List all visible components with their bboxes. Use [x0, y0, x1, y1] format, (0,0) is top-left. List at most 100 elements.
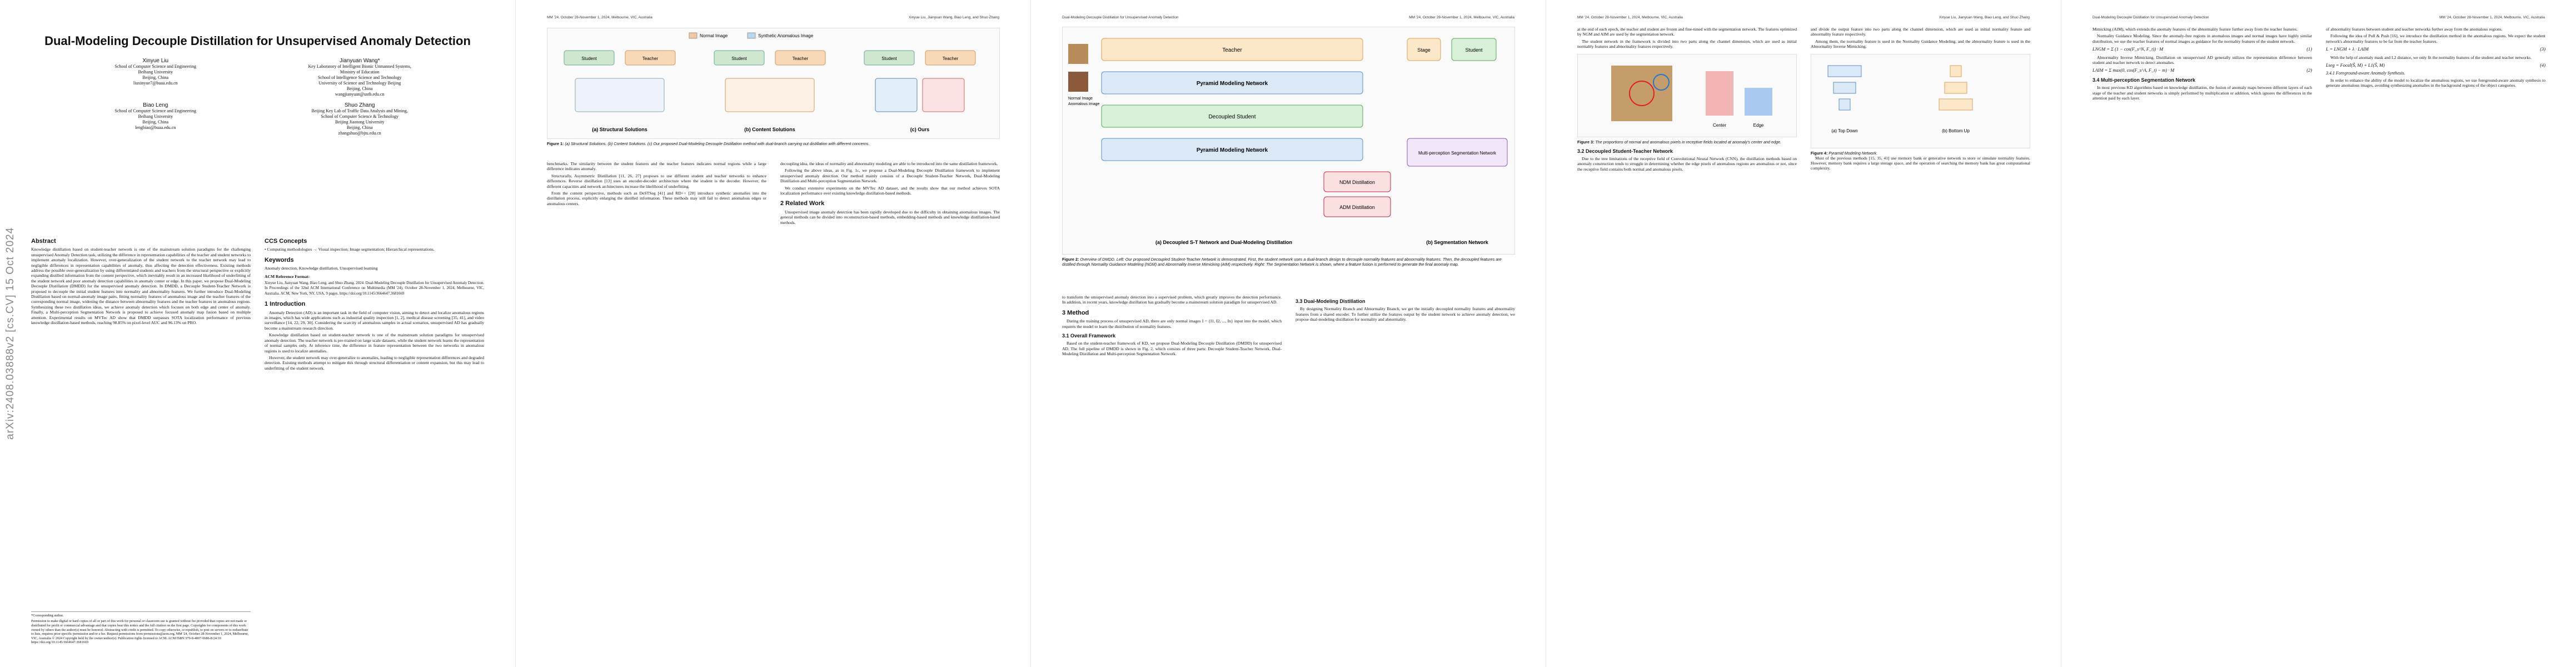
- caption-label: Figure 4:: [1811, 150, 1828, 156]
- author-1: Xinyue Liu School of Computer Science an…: [64, 58, 247, 97]
- panel-a-label: (a) Structural Solutions: [592, 127, 647, 132]
- figure-1: Normal Image Synthetic Anomalous Image S…: [547, 28, 1000, 146]
- fig4-bottom-label: (b) Bottom Up: [1942, 128, 1970, 133]
- author-aff: Beijing, China: [142, 75, 169, 80]
- equation-text: L = LNGM + λ · LAIM: [2326, 47, 2369, 52]
- paragraph: Among them, the normality feature is use…: [1811, 38, 2030, 49]
- paragraph: at the end of each epoch, the teacher an…: [1577, 27, 1797, 37]
- equation-number: (4): [2540, 63, 2545, 68]
- paragraph: Normality Guidance Modeling. Since the a…: [2092, 33, 2312, 44]
- pyr-block: [1833, 82, 1856, 94]
- panel-b: Student Teacher (b) Content Solutions: [714, 50, 826, 132]
- pyr-block: [1950, 65, 1962, 77]
- caption-label: Figure 2:: [1062, 257, 1079, 262]
- paragraph: Most of the previous methods [15, 35, 41…: [1811, 155, 2030, 171]
- pyramid-network-box: [1101, 71, 1363, 94]
- input-image-anomalous: [1068, 72, 1088, 92]
- pyr-block: [1944, 82, 1967, 94]
- figure-2-caption: Figure 2: Overview of DMDD. Left: Our pr…: [1062, 257, 1515, 267]
- running-head-right: Xinyue Liu, Jianyuan Wang, Biao Leng, an…: [908, 16, 999, 19]
- page-5: Dual-Modeling Decouple Distillation for …: [2061, 0, 2576, 667]
- equation-2: LAIM = Σ max(0, cos(F_s^A, F_t) − m) · M…: [2092, 68, 2312, 73]
- paragraph: In most previous KD algorithms based on …: [2092, 85, 2312, 101]
- equation-4: Lseg = Focal(Ŝ, M) + L1(Ŝ, M) (4): [2326, 63, 2545, 68]
- figure-1-graphic: Normal Image Synthetic Anomalous Image S…: [547, 28, 1000, 139]
- teacher-box: [625, 50, 676, 66]
- adm-box: [1323, 196, 1391, 217]
- author-email: wangjianyuan@ustb.edu.cn: [335, 92, 385, 97]
- arxiv-stamp: arXiv:2408.03888v2 [cs.CV] 15 Oct 2024: [4, 227, 16, 440]
- running-head-left: MM '24, October 28-November 1, 2024, Mel…: [2439, 16, 2545, 19]
- figure-4-svg: (a) Top Down (b) Bottom Up: [1827, 65, 1973, 133]
- paragraph: Mimicking (AIM), which extends the anoma…: [2092, 27, 2298, 32]
- page-3: Dual-Modeling Decouple Distillation for …: [1030, 0, 1546, 667]
- paragraph: and divide the output feature into two p…: [1811, 27, 2030, 37]
- author-aff: School of Intelligence Science and Techn…: [317, 75, 402, 80]
- pyr-block: [1838, 98, 1851, 111]
- paragraph: From the content perspective, methods su…: [547, 191, 766, 206]
- figure-2-graphic: Normal Image Anomalous Image Teacher Pyr…: [1062, 27, 1515, 255]
- equation-number: (3): [2540, 47, 2545, 52]
- paragraph: Following the above ideas, as in Fig. 1c…: [780, 168, 1000, 184]
- panel-c-branch-b: [922, 78, 965, 112]
- msn-label: Multi-perception Segmentation Network: [1418, 151, 1497, 156]
- ccs-column: Knowledge distillation based on student-…: [265, 233, 484, 372]
- author-aff: Ministry of Education: [340, 69, 380, 74]
- running-head-center: Dual-Modeling Decouple Distillation for …: [1062, 16, 1179, 19]
- intro-paragraph: However, the student network may over-ge…: [265, 355, 484, 371]
- equation-1: LNGM = Σ (1 − cos(F_s^N, F_t)) · M(1): [2092, 47, 2312, 52]
- fig3-center-rf: [1629, 80, 1655, 106]
- fig3-edge-rf: [1653, 73, 1670, 91]
- legend-synth-swatch: [747, 32, 756, 39]
- author-4: Shuo Zhang Beijing Key Lab of Traffic Da…: [269, 103, 451, 136]
- author-email: zhangshuo@bjtu.edu.cn: [338, 131, 381, 136]
- author-email: liuxinyue7@buaa.edu.cn: [133, 81, 178, 86]
- teacher-network-box: [1101, 38, 1363, 61]
- paragraph: We conduct extensive experiments on the …: [780, 185, 1000, 196]
- intro-paragraph: Knowledge distillation based on student-…: [265, 332, 484, 354]
- stage-box: [1407, 38, 1441, 61]
- figure-4-graphic: (a) Top Down (b) Bottom Up: [1811, 53, 2030, 148]
- overall-heading: 3.1 Overall Framework: [1062, 333, 1116, 339]
- panel-a: Student Teacher (a) Structural Solutions: [564, 50, 676, 132]
- p4-right-column: and divide the output feature into two p…: [1811, 27, 2030, 173]
- author-aff: University of Science and Technology Bei…: [318, 81, 401, 86]
- paragraph: The student network in the framework is …: [1577, 38, 1797, 49]
- teacher-box: [925, 50, 976, 66]
- running-head-left: MM '24, October 28-November 1, 2024, Mel…: [547, 16, 652, 19]
- author-2: Jianyuan Wang* Key Laboratory of Intelli…: [269, 58, 451, 97]
- abstract-column: Abstract Knowledge distillation based on…: [31, 233, 251, 327]
- author-aff: Beihang University: [138, 114, 173, 119]
- legend-normal-swatch: [689, 32, 697, 39]
- paper-title: Dual-Modeling Decouple Distillation for …: [44, 34, 471, 48]
- decoupled-student-label: Decoupled Student: [1208, 114, 1255, 120]
- author-aff: School of Computer Science and Engineeri…: [114, 108, 196, 113]
- fig3-edge-bar: [1745, 87, 1772, 116]
- running-head-left: MM '24, October 28-November 1, 2024, Mel…: [1409, 16, 1514, 19]
- panel-b-block: [725, 78, 815, 112]
- figure-3-caption: Figure 3: The proportions of normal and …: [1577, 140, 1797, 145]
- paragraph: of abnormality features between student …: [2326, 27, 2503, 32]
- running-head-right: Xinyue Liu, Jianyuan Wang, Biao Leng, an…: [1939, 16, 2030, 19]
- teacher-label: Teacher: [943, 56, 959, 61]
- running-head: Dual-Modeling Decouple Distillation for …: [1062, 16, 1514, 19]
- paragraph: Following the idea of Pull & Push [16], …: [2326, 33, 2545, 44]
- related-paragraph: Unsupervised image anomaly detection has…: [780, 209, 1000, 225]
- student-label: Student: [731, 56, 747, 61]
- fig3-center-bar: [1706, 71, 1733, 116]
- figure-1-caption: Figure 1: (a) Structural Solutions. (b) …: [547, 141, 1000, 146]
- label-normal-image: Normal Image: [1068, 97, 1093, 101]
- figure-3-graphic: Center Edge: [1577, 53, 1797, 137]
- author-3: Biao Leng School of Computer Science and…: [64, 103, 247, 136]
- author-aff: Beihang University: [138, 69, 173, 74]
- student-label: Student: [1465, 47, 1483, 53]
- fig3-center-label: Center: [1713, 123, 1726, 128]
- student-label: Student: [581, 56, 597, 61]
- abstract-text: Knowledge distillation based on student-…: [31, 247, 251, 326]
- stage-label: Stage: [1417, 47, 1431, 53]
- panel-c-label: (c) Ours: [910, 127, 930, 132]
- teacher-box: [775, 50, 826, 66]
- equation-text: Lseg = Focal(Ŝ, M) + L1(Ŝ, M): [2326, 63, 2385, 68]
- teacher-network-label: Teacher: [1222, 47, 1242, 53]
- label-anomalous-image: Anomalous Image: [1068, 102, 1100, 106]
